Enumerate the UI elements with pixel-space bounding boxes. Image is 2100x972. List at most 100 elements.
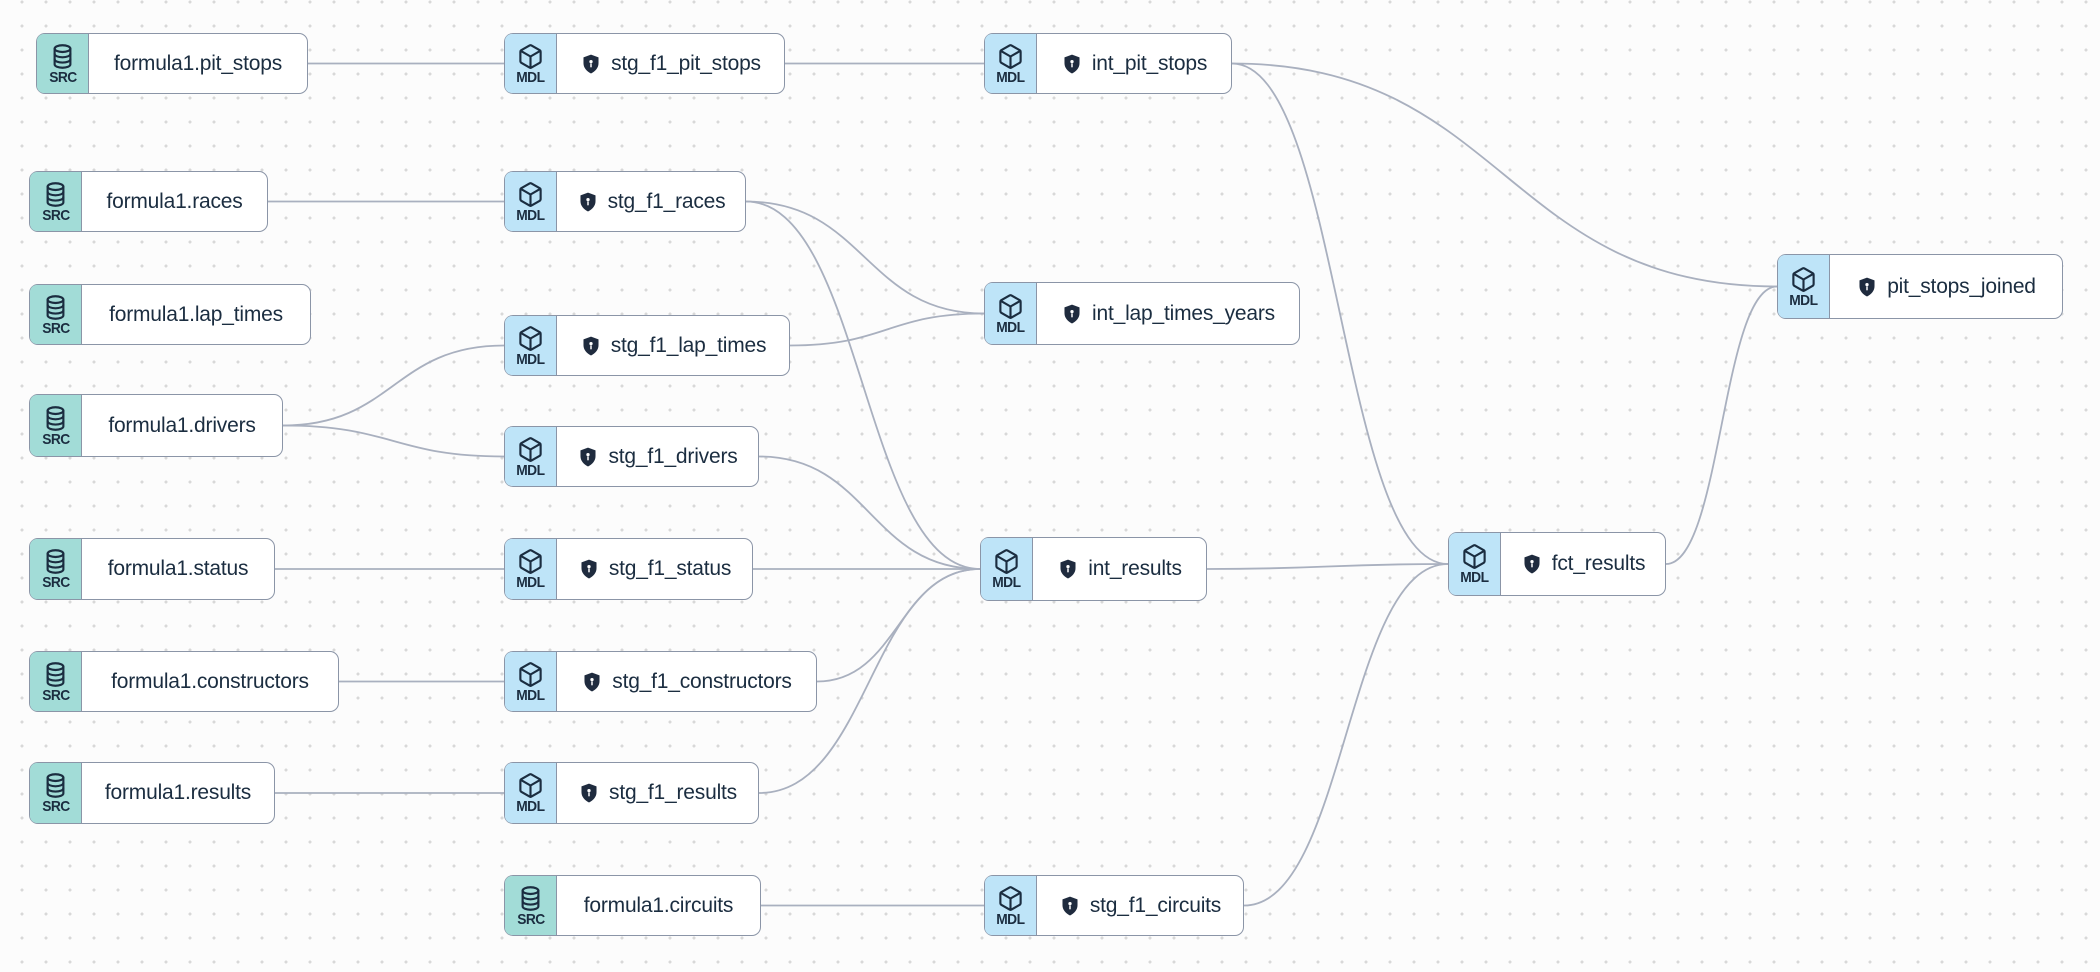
edge-stg_results-to-int_results: [758, 568, 981, 794]
node-int_results[interactable]: MDL int_results: [980, 537, 1207, 601]
node-label: stg_f1_races: [607, 189, 726, 213]
package-icon: [517, 661, 544, 688]
database-icon: [42, 181, 69, 208]
node-label: formula1.circuits: [583, 893, 734, 917]
badge-label: MDL: [516, 350, 545, 368]
node-stg_f1_status[interactable]: MDL stg_f1_status: [504, 538, 753, 600]
database-icon: [49, 43, 76, 70]
package-icon: [517, 181, 544, 208]
shield-icon: [1521, 553, 1543, 575]
package-icon: [517, 548, 544, 575]
node-fct_results[interactable]: MDL fct_results: [1448, 532, 1666, 596]
node-stg_f1_constructors[interactable]: MDL stg_f1_constructors: [504, 651, 817, 712]
node-label: int_results: [1088, 557, 1182, 580]
edge-src_drivers-to-stg_drivers: [282, 424, 505, 458]
package-icon: [997, 43, 1024, 70]
edge-src_drivers-to-stg_lap_times: [282, 344, 505, 427]
node-body: formula1.races: [82, 172, 267, 231]
node-label: stg_f1_results: [609, 781, 737, 804]
source-badge: SRC: [30, 539, 82, 599]
node-formula1.lap_times[interactable]: SRC formula1.lap_times: [29, 284, 311, 345]
edge-stg_races-to-int_lap_times_years: [745, 200, 985, 315]
model-badge: MDL: [505, 652, 557, 711]
badge-label: MDL: [516, 68, 545, 86]
node-body: formula1.status: [82, 539, 274, 599]
node-label: stg_f1_lap_times: [610, 333, 767, 357]
node-stg_f1_results[interactable]: MDL stg_f1_results: [504, 762, 759, 824]
edge-int_pit_stops-to-pit_stops_joined: [1231, 62, 1778, 288]
node-body: stg_f1_status: [557, 539, 752, 599]
node-label: formula1.drivers: [108, 413, 256, 437]
shield-icon: [1057, 558, 1079, 580]
node-body: stg_f1_pit_stops: [557, 34, 784, 93]
badge-label: SRC: [41, 430, 70, 448]
badge-label: SRC: [41, 798, 70, 815]
badge-label: MDL: [1460, 569, 1489, 586]
badge-label: MDL: [992, 574, 1021, 591]
package-icon: [517, 436, 544, 463]
node-body: formula1.results: [82, 763, 274, 823]
node-body: stg_f1_races: [557, 172, 745, 231]
node-pit_stops_joined[interactable]: MDL pit_stops_joined: [1777, 254, 2063, 319]
badge-label: SRC: [41, 319, 70, 337]
badge-label: MDL: [516, 686, 545, 704]
shield-icon: [580, 335, 602, 357]
model-badge: MDL: [505, 539, 557, 599]
badge-label: SRC: [48, 68, 77, 86]
node-body: fct_results: [1501, 533, 1665, 595]
model-badge: MDL: [985, 34, 1037, 93]
source-badge: SRC: [30, 763, 82, 823]
node-label: formula1.pit_stops: [114, 51, 282, 75]
shield-icon: [1061, 303, 1083, 325]
node-stg_f1_lap_times[interactable]: MDL stg_f1_lap_times: [504, 315, 790, 376]
node-body: stg_f1_results: [557, 763, 758, 823]
badge-label: SRC: [516, 910, 545, 928]
badge-label: MDL: [516, 574, 545, 591]
badge-label: MDL: [516, 206, 545, 224]
model-badge: MDL: [505, 763, 557, 823]
shield-icon: [577, 191, 599, 213]
source-badge: SRC: [30, 652, 82, 711]
package-icon: [517, 325, 544, 352]
node-body: stg_f1_circuits: [1037, 876, 1243, 935]
shield-icon: [1061, 53, 1083, 75]
source-badge: SRC: [30, 395, 82, 456]
node-formula1.results[interactable]: SRC formula1.results: [29, 762, 275, 824]
node-label: stg_f1_constructors: [612, 669, 792, 693]
node-stg_f1_pit_stops[interactable]: MDL stg_f1_pit_stops: [504, 33, 785, 94]
shield-icon: [580, 53, 602, 75]
node-formula1.pit_stops[interactable]: SRC formula1.pit_stops: [36, 33, 308, 94]
node-label: formula1.lap_times: [109, 302, 283, 326]
package-icon: [997, 293, 1024, 320]
shield-icon: [1856, 276, 1878, 298]
edge-stg_races-to-int_results: [745, 200, 981, 570]
model-badge: MDL: [505, 34, 557, 93]
node-label: int_lap_times_years: [1092, 301, 1275, 325]
badge-label: MDL: [1789, 291, 1818, 309]
edge-int_pit_stops-to-fct_results: [1231, 62, 1449, 565]
node-body: formula1.constructors: [82, 652, 338, 711]
node-body: formula1.drivers: [82, 395, 282, 456]
source-badge: SRC: [37, 34, 89, 93]
node-label: pit_stops_joined: [1887, 274, 2036, 298]
model-badge: MDL: [505, 172, 557, 231]
model-badge: MDL: [505, 316, 557, 375]
source-badge: SRC: [30, 285, 82, 344]
source-badge: SRC: [30, 172, 82, 231]
package-icon: [517, 772, 544, 799]
node-label: formula1.results: [104, 781, 252, 804]
edge-stg_lap_times-to-int_lap_times_years: [789, 312, 985, 347]
node-formula1.circuits[interactable]: SRC formula1.circuits: [504, 875, 761, 936]
node-formula1.drivers[interactable]: SRC formula1.drivers: [29, 394, 283, 457]
node-stg_f1_races[interactable]: MDL stg_f1_races: [504, 171, 746, 232]
node-body: stg_f1_lap_times: [557, 316, 789, 375]
